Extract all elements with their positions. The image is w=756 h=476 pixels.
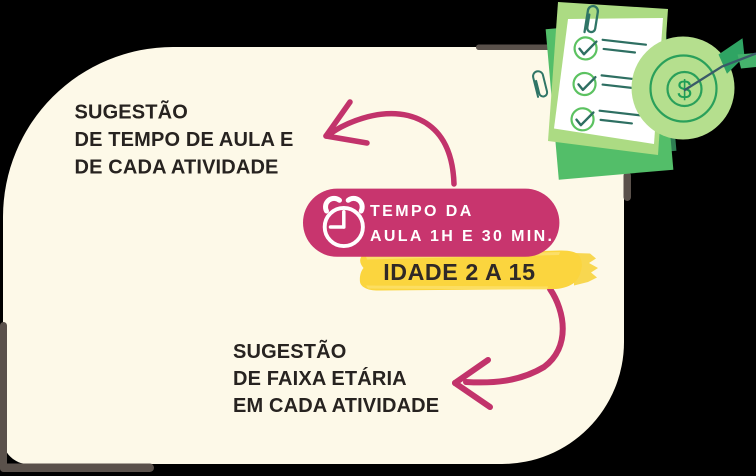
- svg-text:DE TEMPO DE AULA E: DE TEMPO DE AULA E: [75, 129, 294, 151]
- svg-text:IDADE 2 A 15: IDADE 2 A 15: [383, 259, 535, 285]
- svg-text:SUGESTÃO: SUGESTÃO: [75, 101, 188, 124]
- svg-text:AULA 1H E 30 MIN.: AULA 1H E 30 MIN.: [370, 228, 554, 245]
- svg-text:TEMPO DA: TEMPO DA: [370, 203, 474, 220]
- svg-text:DE FAIXA ETÁRIA: DE FAIXA ETÁRIA: [233, 367, 407, 390]
- svg-text:SUGESTÃO: SUGESTÃO: [233, 340, 346, 363]
- svg-text:EM CADA ATIVIDADE: EM CADA ATIVIDADE: [233, 395, 439, 417]
- svg-text:DE CADA ATIVIDADE: DE CADA ATIVIDADE: [75, 157, 279, 179]
